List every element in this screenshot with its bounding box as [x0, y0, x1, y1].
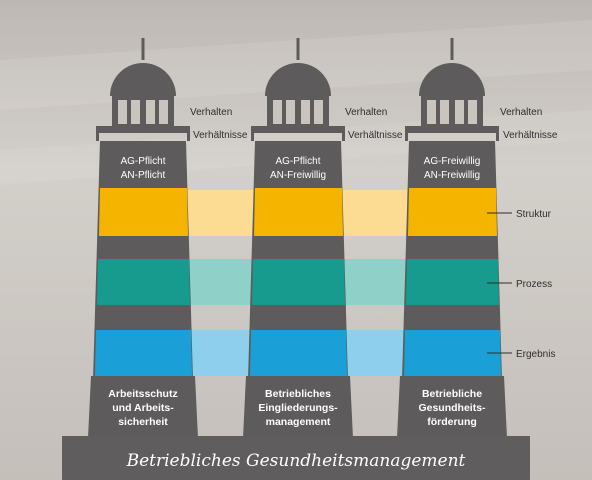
- connector-bands: [186, 190, 407, 376]
- railing-post: [96, 133, 99, 141]
- connector-ergebnis: [343, 330, 407, 376]
- window: [286, 100, 295, 124]
- band-struktur: [254, 188, 343, 236]
- window: [118, 100, 127, 124]
- connector-prozess: [343, 259, 407, 305]
- level-label-struktur: Struktur: [516, 209, 552, 220]
- railing-post: [496, 133, 499, 141]
- level-label-ergebnis: Ergebnis: [516, 349, 555, 360]
- tower-name-line-3: management: [266, 416, 331, 428]
- balcony: [96, 126, 190, 133]
- connector-struktur: [186, 190, 254, 236]
- tower-duty-line-1: AG-Pflicht: [275, 156, 320, 167]
- window: [455, 100, 464, 124]
- tower-duty-line-2: AN-Freiwillig: [424, 170, 480, 181]
- band-struktur: [408, 188, 497, 236]
- window: [314, 100, 323, 124]
- lighthouse-1: [88, 38, 198, 438]
- window: [301, 100, 310, 124]
- base-title: Betriebliches Gesundheitsmanagement: [126, 451, 466, 471]
- band-ergebnis: [404, 330, 501, 376]
- tower-name-line-1: Betriebliches: [265, 388, 331, 400]
- band-ergebnis: [95, 330, 192, 376]
- label-verhalten: Verhalten: [190, 107, 232, 118]
- window: [427, 100, 436, 124]
- connector-prozess: [186, 259, 254, 305]
- tower-duty-line-1: AG-Freiwillig: [424, 156, 481, 167]
- dome: [419, 63, 485, 96]
- tower-name-line-1: Betriebliche: [422, 388, 482, 400]
- window: [273, 100, 282, 124]
- balcony: [251, 126, 345, 133]
- band-ergebnis: [250, 330, 347, 376]
- tower-duty-line-2: AN-Pflicht: [121, 170, 166, 181]
- label-verhaeltnisse: Verhältnisse: [348, 130, 403, 141]
- tower-foot: [243, 376, 353, 438]
- window: [159, 100, 168, 124]
- label-verhalten: Verhalten: [345, 107, 387, 118]
- base-plinth: [62, 436, 530, 480]
- lighthouse-2: [243, 38, 353, 438]
- window: [468, 100, 477, 124]
- railing-post: [405, 133, 408, 141]
- balcony: [405, 126, 499, 133]
- railing-post: [187, 133, 190, 141]
- tower-name-line-2: und Arbeits-: [112, 402, 174, 414]
- window: [131, 100, 140, 124]
- level-label-prozess: Prozess: [516, 279, 552, 290]
- tower-name-line-1: Arbeitsschutz: [108, 388, 177, 400]
- band-prozess: [406, 259, 499, 305]
- tower-name-line-3: sicherheit: [118, 416, 168, 428]
- tower-foot: [397, 376, 507, 438]
- window: [146, 100, 155, 124]
- band-struktur: [99, 188, 188, 236]
- dome: [265, 63, 331, 96]
- connector-struktur: [343, 190, 407, 236]
- tower-name-line-3: förderung: [427, 416, 477, 428]
- railing-post: [342, 133, 345, 141]
- tower-foot: [88, 376, 198, 438]
- lighthouse-3: [397, 38, 507, 438]
- dome: [110, 63, 176, 96]
- band-prozess: [97, 259, 190, 305]
- tower-duty-line-2: AN-Freiwillig: [270, 170, 326, 181]
- label-verhaeltnisse: Verhältnisse: [503, 130, 558, 141]
- band-prozess: [252, 259, 345, 305]
- window: [440, 100, 449, 124]
- tower-name-line-2: Eingliederungs-: [258, 402, 338, 414]
- tower-duty-line-1: AG-Pflicht: [120, 156, 165, 167]
- label-verhalten: Verhalten: [500, 107, 542, 118]
- label-verhaeltnisse: Verhältnisse: [193, 130, 248, 141]
- tower-name-line-2: Gesundheits-: [418, 402, 486, 414]
- connector-ergebnis: [186, 330, 254, 376]
- railing-post: [251, 133, 254, 141]
